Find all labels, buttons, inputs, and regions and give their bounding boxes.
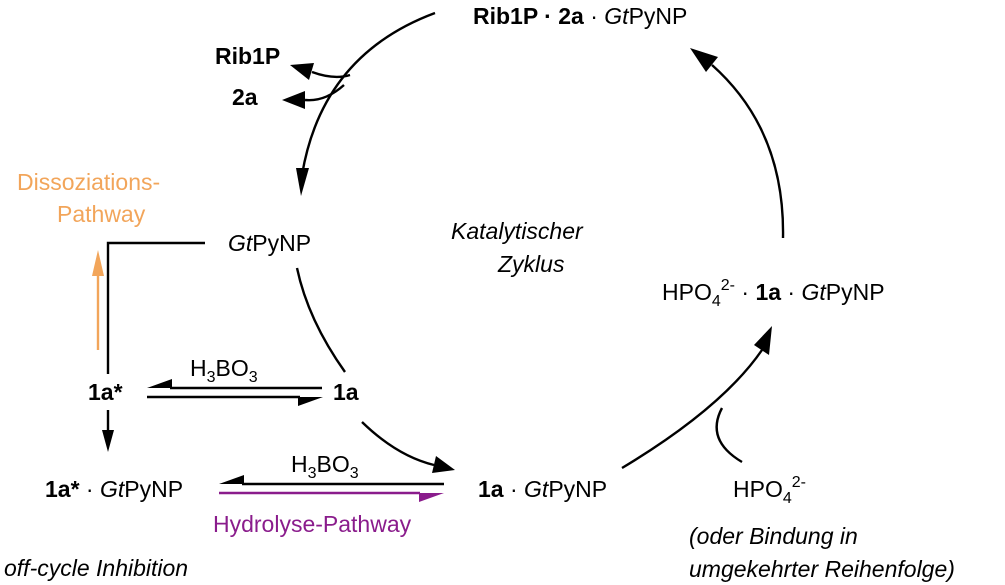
complex-equilibrium-top-arrowhead: [219, 475, 244, 484]
substrate-complex-label: 1a · GtPyNP: [478, 476, 607, 502]
1a-part: 1a: [478, 476, 504, 502]
release-arrowhead: [296, 168, 309, 196]
hydrolysis-pathway-label: Hydrolyse-Pathway: [213, 511, 412, 537]
binding-order-note-line1: (oder Bindung in: [689, 523, 858, 549]
gt-part: Gt: [524, 476, 550, 502]
boric-acid-top-label: H3BO3: [190, 355, 258, 386]
pynp-part: PyNP: [629, 3, 688, 29]
substrate-binding-arc: [361, 421, 435, 467]
dissociation-line: [106, 241, 205, 374]
2a-part: 2a: [558, 3, 584, 29]
dot-separator: ·: [538, 3, 558, 29]
pynp-part: PyNP: [124, 476, 183, 502]
equilibrium-top-arrowhead: [147, 379, 172, 388]
equilibrium-bottom-arrowhead: [298, 397, 323, 406]
1a-part: 1a: [755, 279, 781, 305]
gt-part: Gt: [228, 230, 254, 256]
cycle-label-line1: Katalytischer: [451, 218, 584, 244]
dot-separator: ·: [584, 3, 604, 29]
pynp-part: PyNP: [252, 230, 311, 256]
dissociation-arrowhead: [92, 250, 104, 276]
cycle-label-line2: Zyklus: [497, 251, 565, 277]
charge-2minus: 2-: [792, 474, 806, 491]
rib1p-arrowhead: [290, 63, 314, 80]
ternary-complex-label: HPO42- · 1a · GtPyNP: [662, 277, 885, 310]
rib1p-label: Rib1P: [215, 43, 280, 69]
subscript-3: 3: [350, 465, 359, 482]
dot-separator: ·: [504, 476, 524, 502]
dot-separator: ·: [735, 279, 755, 305]
rib1p-part: Rib1P: [473, 3, 538, 29]
subscript-3: 3: [249, 369, 258, 386]
rib1p-branch: [311, 70, 351, 79]
inhibition-arrowhead: [102, 430, 114, 452]
phosphate-binding-arc: [621, 349, 763, 470]
phosphate-label: HPO42-: [733, 474, 806, 507]
substrate-star-label: 1a*: [88, 379, 123, 405]
catalysis-arc: [711, 64, 785, 239]
enzyme-label: GtPyNP: [228, 230, 311, 256]
2a-branch: [304, 84, 345, 102]
phosphate-hook: [715, 407, 743, 464]
gt-part: Gt: [604, 3, 630, 29]
pynp-part: PyNP: [826, 279, 885, 305]
pynp-part: PyNP: [548, 476, 607, 502]
2a-label: 2a: [232, 84, 258, 110]
hpo-part: HPO: [662, 279, 712, 305]
2a-arrowhead: [282, 91, 305, 109]
hydrolysis-arrowhead: [419, 493, 444, 502]
inhibited-complex-label: 1a* · GtPyNP: [45, 476, 183, 502]
dot-separator: ·: [80, 476, 100, 502]
off-cycle-inhibition-label: off-cycle Inhibition: [4, 555, 188, 581]
enzyme-to-substrate-line: [295, 267, 346, 373]
charge-2minus: 2-: [721, 277, 735, 294]
gt-part: Gt: [100, 476, 126, 502]
h-part: H: [291, 451, 308, 477]
subscript-4: 4: [783, 490, 792, 507]
product-complex-label: Rib1P · 2a · GtPyNP: [473, 3, 687, 29]
bo-part: BO: [317, 451, 350, 477]
phosphate-binding-arrowhead: [754, 326, 772, 355]
boric-acid-bottom-label: H3BO3: [291, 451, 359, 482]
1a-star-part: 1a*: [45, 476, 80, 502]
subscript-4: 4: [712, 293, 721, 310]
hpo-part: HPO: [733, 476, 783, 502]
gt-part: Gt: [801, 279, 827, 305]
catalysis-arrowhead: [690, 48, 718, 72]
release-arc: [300, 11, 436, 176]
substrate-binding-arrowhead: [432, 456, 455, 473]
subscript-3: 3: [207, 369, 216, 386]
binding-order-note-line2: umgekehrter Reihenfolge): [689, 556, 955, 582]
dot-separator: ·: [781, 279, 801, 305]
dissociation-pathway-line2: Pathway: [57, 201, 146, 227]
h-part: H: [190, 355, 207, 381]
substrate-label: 1a: [333, 379, 359, 405]
bo-part: BO: [216, 355, 249, 381]
subscript-3: 3: [308, 465, 317, 482]
dissociation-pathway-line1: Dissoziations-: [17, 169, 160, 195]
